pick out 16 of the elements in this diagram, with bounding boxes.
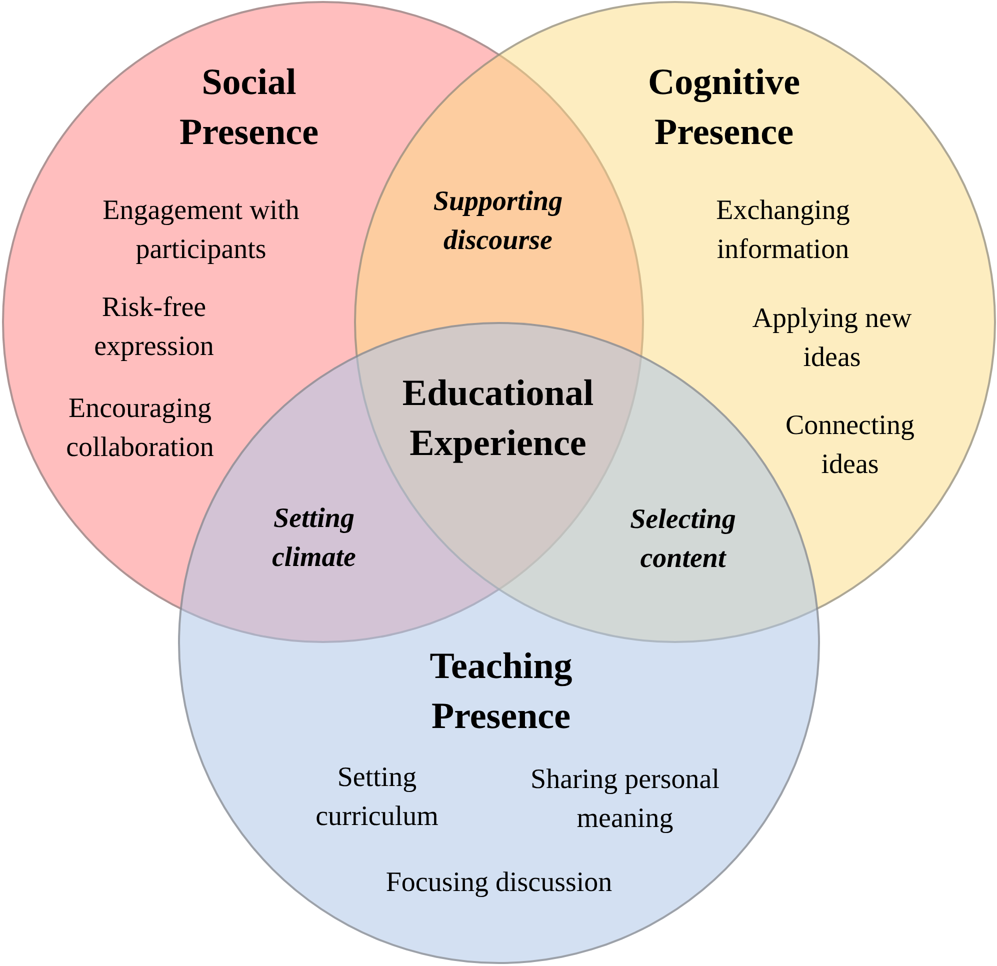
circle-item: Sharing personal meaning — [530, 763, 720, 836]
circle-heading: Social Presence — [178, 61, 320, 155]
circle-heading: Teaching Presence — [428, 645, 574, 739]
circle-item: Focusing discussion — [384, 866, 614, 900]
center-heading: Educational Experience — [401, 372, 595, 466]
circle-item: Encouraging collaboration — [65, 392, 215, 465]
overlap-label: Setting climate — [271, 502, 357, 575]
circle-heading: Cognitive Presence — [646, 61, 802, 155]
circle-item: Exchanging information — [715, 194, 851, 267]
circle-item: Applying new ideas — [751, 302, 913, 375]
circle-item: Engagement with participants — [102, 194, 300, 267]
circle-item: Risk-free expression — [93, 291, 215, 364]
circle-item: Setting curriculum — [314, 761, 440, 834]
circle-item: Connecting ideas — [784, 409, 916, 482]
overlap-label: Selecting content — [629, 503, 737, 576]
overlap-label: Supporting discourse — [432, 185, 564, 258]
